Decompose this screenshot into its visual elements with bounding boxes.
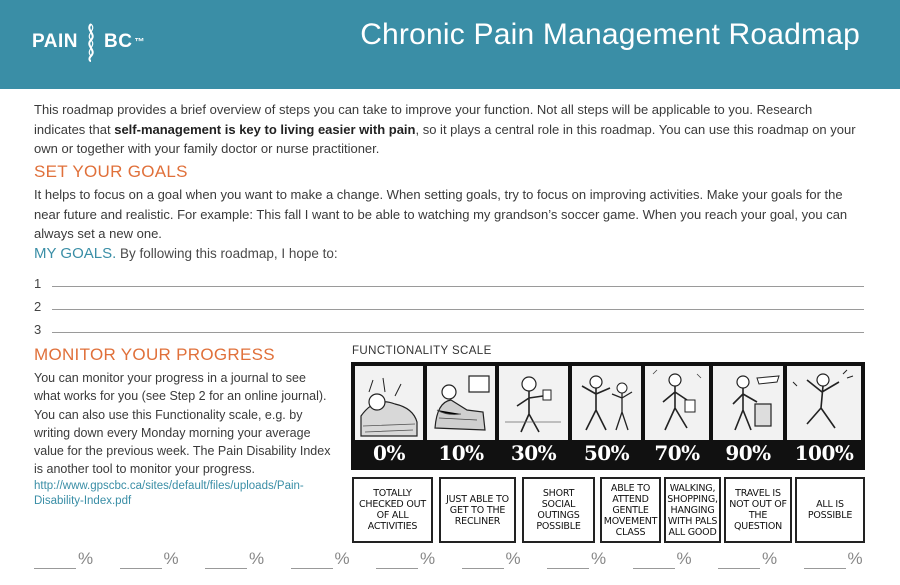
goal-input-line[interactable] <box>52 309 864 310</box>
person-social-outing-illustration <box>505 376 561 433</box>
weekly-value-blank[interactable] <box>461 553 504 569</box>
scale-level: 100% <box>787 440 861 466</box>
weekly-value-field[interactable]: % <box>547 549 606 569</box>
goal-row-2: 2 <box>34 296 864 314</box>
logo-spine-icon <box>88 23 94 62</box>
scale-description-box: Totally checked out of all activities <box>352 477 433 543</box>
weekly-value-field[interactable]: % <box>119 549 179 569</box>
weekly-value-field[interactable]: % <box>34 549 93 569</box>
scale-description-box: Short social outings possible <box>522 477 595 543</box>
weekly-value-blank[interactable] <box>376 553 418 569</box>
intro-bold-text: self-management is key to living easier … <box>114 121 416 137</box>
weekly-value-blank[interactable] <box>34 553 76 569</box>
scale-level: 50% <box>572 440 641 466</box>
weekly-value-blank[interactable] <box>205 553 247 569</box>
scale-level: 10% <box>427 440 495 466</box>
my-goals-intro: By following this roadmap, I hope to: <box>116 246 338 261</box>
scale-description-box: Able to attend gentle movement class <box>600 477 661 543</box>
weekly-value-blank[interactable] <box>119 553 162 569</box>
weekly-value-field[interactable]: % <box>718 549 777 569</box>
goal-row-3: 3 <box>34 319 864 337</box>
my-goals-label: MY GOALS. <box>34 245 117 262</box>
header-banner: PAIN BC ™ Chronic Pain Management Roadma… <box>0 0 900 89</box>
scale-panel-90: 90% <box>713 366 783 466</box>
goal-input-line[interactable] <box>52 332 864 333</box>
person-movement-class-illustration <box>581 375 633 431</box>
weekly-value-field[interactable]: % <box>290 549 350 569</box>
scale-panel-0: 0% <box>355 366 423 466</box>
weekly-value-blank[interactable] <box>803 553 846 569</box>
monitor-heading: MONITOR YOUR PROGRESS <box>34 345 275 364</box>
percent-symbol: % <box>676 549 692 568</box>
scale-description-box: Travel is not out of the question <box>724 477 792 543</box>
percent-symbol: % <box>78 549 94 568</box>
page-title: Chronic Pain Management Roadmap <box>360 18 860 51</box>
percent-symbol: % <box>420 549 436 568</box>
scale-panel-30: 30% <box>499 366 568 466</box>
percent-symbol: % <box>505 549 521 568</box>
set-goals-text: It helps to focus on a goal when you wan… <box>34 187 848 241</box>
pain-disability-index-link[interactable]: http://www.gpscbc.ca/sites/default/files… <box>34 480 304 507</box>
person-dancing-illustration <box>792 369 854 429</box>
scale-panel-100: 100% <box>787 366 861 466</box>
person-in-bed-illustration <box>360 377 418 437</box>
logo-trademark: ™ <box>134 36 145 48</box>
weekly-value-field[interactable]: % <box>632 549 692 569</box>
scale-panel-70: 70% <box>645 366 709 466</box>
goal-number: 2 <box>34 299 42 314</box>
person-in-recliner-illustration <box>434 375 490 431</box>
my-goals-heading: MY GOALS. By following this roadmap, I h… <box>34 245 338 262</box>
monitor-text: You can monitor your progress in a journ… <box>34 371 331 477</box>
weekly-value-field[interactable]: % <box>461 549 521 569</box>
functionality-scale-title: FUNCTIONALITY SCALE <box>352 345 492 357</box>
scale-description-box: Just able to get to the recliner <box>439 477 516 543</box>
weekly-value-field[interactable]: % <box>803 549 863 569</box>
scale-description-box: Walking, shopping, hanging with pals all… <box>664 477 721 543</box>
goal-number: 1 <box>34 276 42 291</box>
person-travelling-illustration <box>732 375 780 431</box>
scale-level: 30% <box>499 440 568 466</box>
painbc-logo: PAIN BC ™ <box>32 22 144 62</box>
percent-symbol: % <box>249 549 265 568</box>
intro-text-2: , so it plays a central role in this roa… <box>34 121 856 157</box>
weekly-value-blank[interactable] <box>718 553 760 569</box>
functionality-scale-comic: 0% 10% 30% 50% <box>351 362 865 470</box>
weekly-value-blank[interactable] <box>632 553 675 569</box>
intro-text-1: This roadmap provides a brief overview o… <box>34 102 813 137</box>
weekly-value-field[interactable]: % <box>205 549 264 569</box>
weekly-value-blank[interactable] <box>290 553 333 569</box>
scale-level: 90% <box>713 440 783 466</box>
scale-panel-10: 10% <box>427 366 495 466</box>
logo-pain: PAIN <box>32 31 78 52</box>
set-goals-heading: SET YOUR GOALS <box>34 162 188 181</box>
percent-symbol: % <box>334 549 350 568</box>
goal-row-1: 1 <box>34 273 864 291</box>
percent-symbol: % <box>847 549 863 568</box>
logo-bc: BC <box>103 31 133 52</box>
scale-panel-50: 50% <box>572 366 641 466</box>
percent-symbol: % <box>762 549 778 568</box>
scale-level: 70% <box>645 440 709 466</box>
person-walking-illustration <box>652 369 702 431</box>
scale-level: 0% <box>355 440 423 466</box>
weekly-value-blank[interactable] <box>547 553 589 569</box>
scale-description-box: All is possible <box>795 477 865 543</box>
intro-paragraph: This roadmap provides a brief overview o… <box>34 100 864 159</box>
goal-input-line[interactable] <box>52 286 864 287</box>
percent-symbol: % <box>163 549 179 568</box>
weekly-value-field[interactable]: % <box>376 549 435 569</box>
goal-number: 3 <box>34 322 42 337</box>
percent-symbol: % <box>591 549 607 568</box>
